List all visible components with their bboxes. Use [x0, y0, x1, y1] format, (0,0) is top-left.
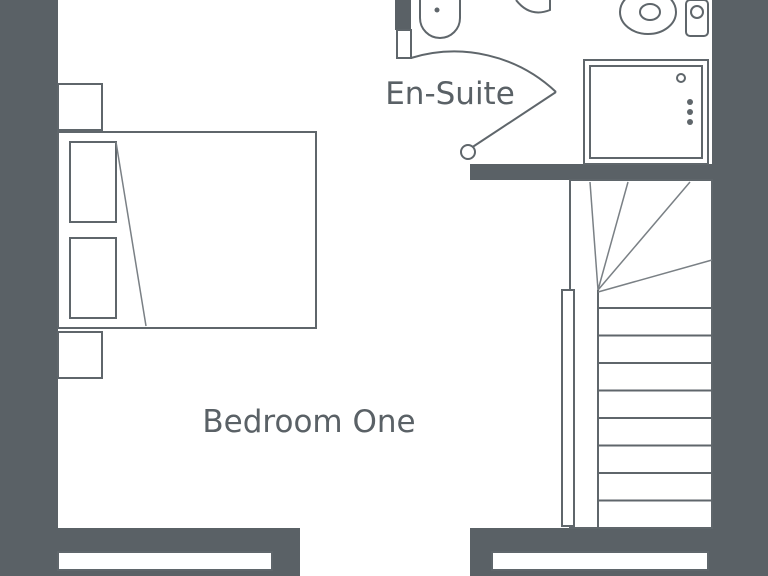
shower-control-icon [687, 99, 693, 105]
right-outer-wall [712, 0, 768, 576]
stair-handrail [561, 289, 575, 527]
duvet-fold [115, 141, 147, 327]
shower-control-icon [687, 119, 693, 125]
wc-pan [619, 0, 677, 35]
ensuite-door-post [396, 29, 412, 59]
bedside-table-top [57, 83, 103, 131]
ensuite-door-leaf [467, 91, 557, 151]
pillow-bottom [69, 237, 117, 319]
ensuite-partition-wall [395, 0, 411, 30]
winder-tread [597, 181, 629, 291]
left-outer-wall [0, 0, 58, 576]
shower-drain-icon [676, 73, 686, 83]
ensuite-label: En-Suite [385, 76, 515, 112]
winder-tread [589, 181, 599, 291]
bedside-table-bottom [57, 331, 103, 379]
winder-tread [597, 259, 713, 293]
winder-tread [597, 181, 691, 291]
double-bed [57, 131, 317, 329]
shower-control-icon [687, 109, 693, 115]
basin [419, 0, 461, 39]
staircase [561, 179, 713, 529]
ensuite-door-swing [410, 50, 557, 93]
pillow-top [69, 141, 117, 223]
stairwell [569, 179, 713, 529]
wc-flush-icon [690, 5, 704, 19]
bedroom-one-label: Bedroom One [202, 404, 415, 440]
wc-seat [639, 3, 661, 21]
ensuite-wall-lower [470, 164, 712, 180]
shower-inner [589, 65, 703, 159]
window-right [491, 551, 709, 571]
window-left [57, 551, 273, 571]
vanity-edge [515, 0, 551, 14]
door-hinge [460, 144, 476, 160]
basin-tap [434, 7, 440, 13]
